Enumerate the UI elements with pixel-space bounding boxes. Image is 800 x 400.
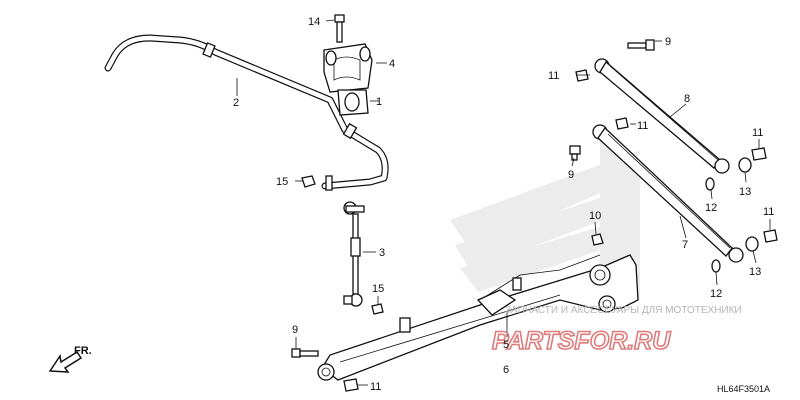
callout-13-upper: 13 — [739, 186, 751, 198]
bolt-9-lower — [291, 348, 319, 358]
leader-lines — [236, 19, 771, 386]
front-direction-arrow: FR. — [48, 345, 92, 373]
washer-12-upper — [705, 177, 715, 191]
callout-1: 1 — [376, 96, 382, 108]
bolt-9-top — [627, 39, 655, 51]
callout-13-lower: 13 — [749, 266, 761, 278]
callout-2: 2 — [233, 97, 239, 109]
callout-9-lower: 9 — [292, 324, 298, 336]
watermark-logo: PARTSFOR.RU — [492, 327, 671, 355]
callout-11-right-lower: 11 — [763, 206, 774, 218]
bolt-9-middle — [569, 145, 581, 161]
callout-15-upper: 15 — [276, 176, 288, 188]
nut-11-lower — [343, 378, 359, 392]
callout-5: 5 — [503, 339, 509, 351]
stabilizer-link — [343, 201, 365, 307]
callout-11-right-upper: 11 — [752, 127, 763, 139]
callout-4: 4 — [389, 58, 395, 70]
stabilizer-holder — [323, 43, 373, 93]
watermark-caption: ЗАПЧАСТИ И АКСЕССУАРЫ ДЛЯ МОТОТЕХНИКИ — [505, 305, 742, 316]
collar-13-upper — [738, 157, 752, 173]
callout-6: 6 — [503, 364, 509, 376]
stabilizer-bushing — [337, 89, 369, 116]
callout-11-upper-left: 11 — [548, 70, 559, 82]
callout-9-top: 9 — [665, 36, 671, 48]
nut-11-right-lower — [763, 229, 778, 243]
callout-7: 7 — [682, 239, 688, 251]
collar-13-lower — [745, 236, 759, 252]
callout-10: 10 — [589, 210, 601, 222]
washer-12-lower — [711, 259, 721, 273]
callout-8: 8 — [684, 93, 690, 105]
nut-11-center — [615, 117, 629, 130]
nut-15-lower — [371, 303, 384, 315]
callout-12-upper: 12 — [705, 202, 717, 214]
nut-15-upper — [301, 175, 316, 188]
callout-14: 14 — [308, 16, 320, 28]
nut-11-right-upper — [751, 147, 767, 161]
bolt-14 — [334, 14, 345, 43]
callout-11-center: 11 — [637, 120, 648, 132]
upper-trailing-arm — [594, 58, 730, 174]
diagram-code: HL64F3501A — [717, 384, 770, 394]
nut-11-upper-left — [575, 69, 589, 82]
callout-9-middle: 9 — [568, 169, 574, 181]
direction-marker-text: FR. — [74, 345, 92, 357]
rear-swingarm — [317, 254, 639, 381]
lower-trailing-arm — [592, 124, 744, 263]
nut-10 — [591, 233, 604, 246]
stabilizer-bar — [104, 34, 389, 191]
callout-15-lower: 15 — [372, 283, 384, 295]
callout-11-lower: 11 — [370, 381, 381, 393]
callout-3: 3 — [379, 247, 385, 259]
callout-12-lower: 12 — [710, 288, 722, 300]
